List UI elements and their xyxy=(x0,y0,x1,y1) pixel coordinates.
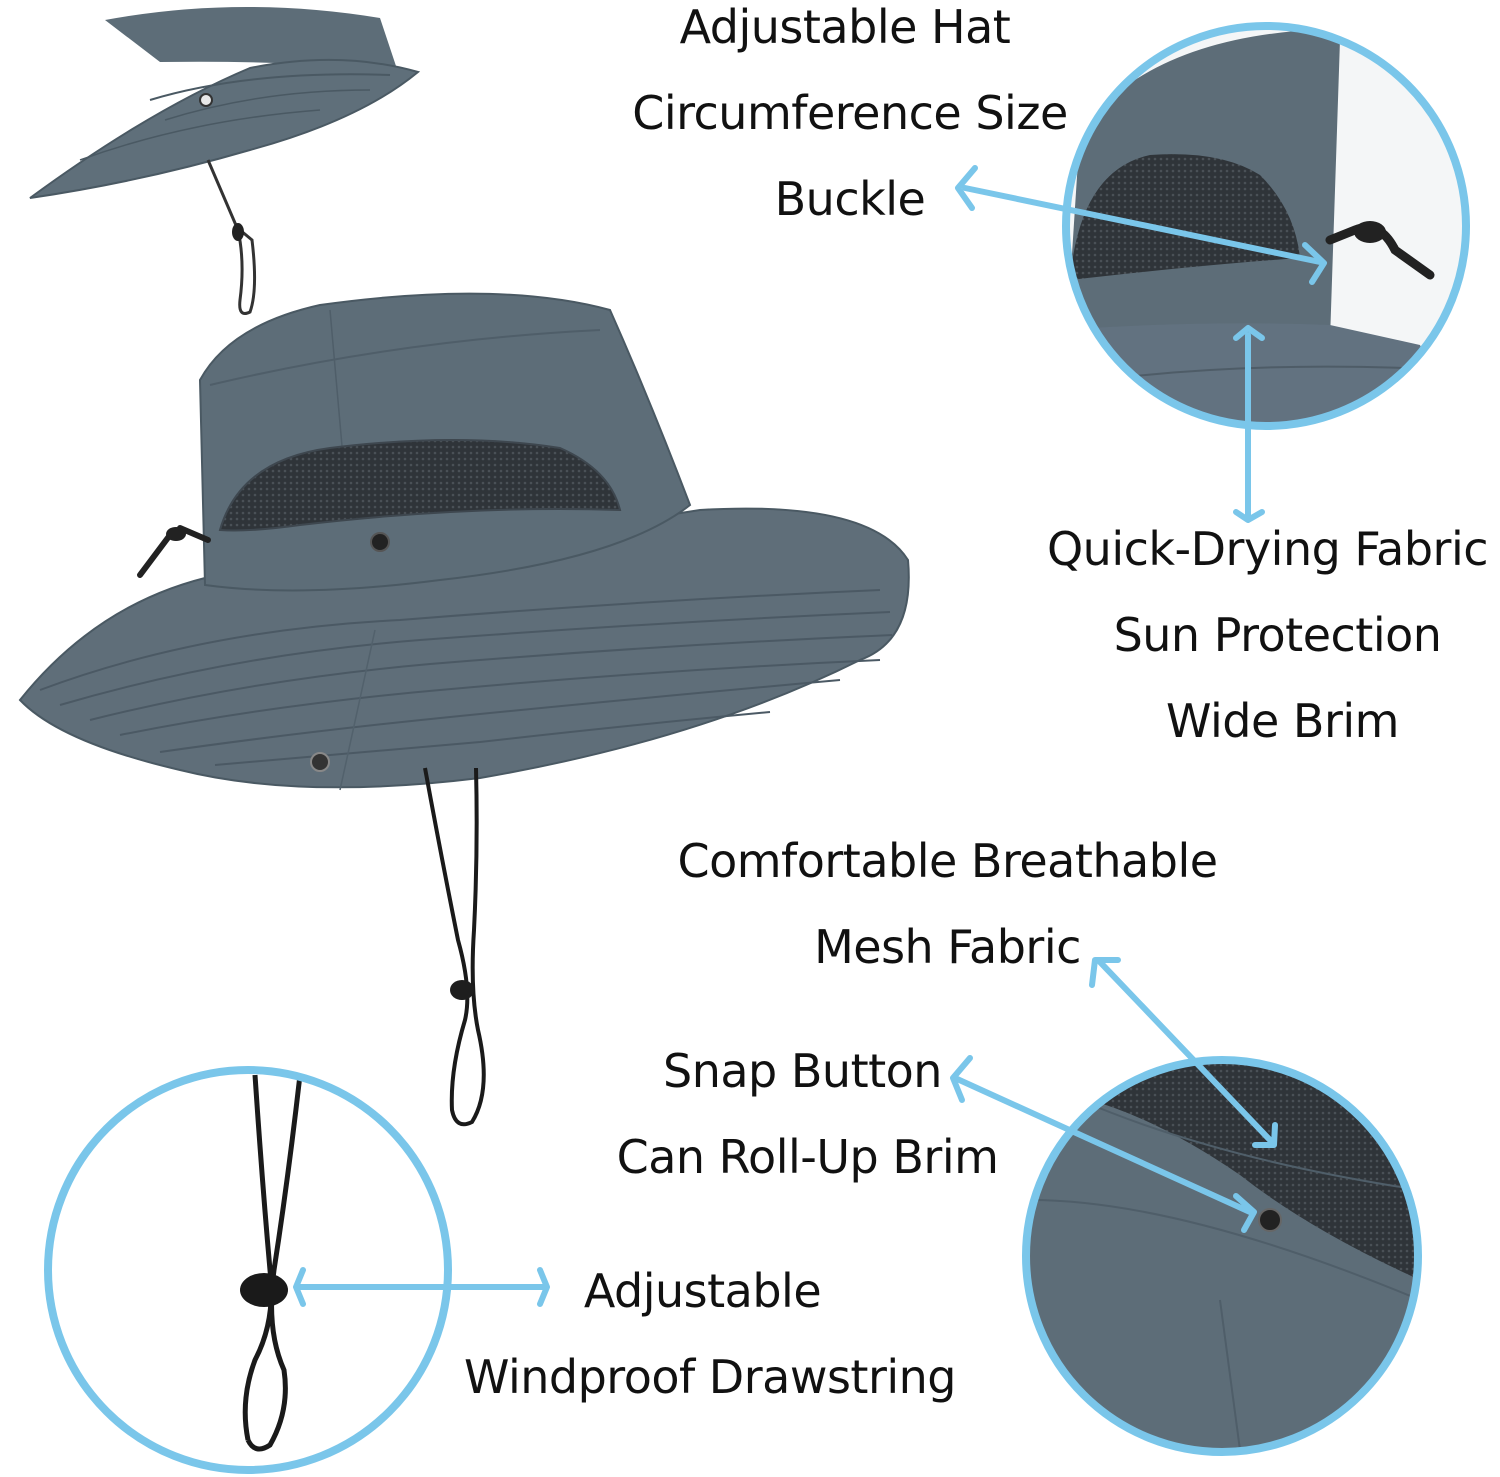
fabric-arrow xyxy=(1233,325,1265,523)
snap-arrow xyxy=(950,1055,1257,1233)
feature-fabric-line1: Quick-Drying Fabric xyxy=(1046,522,1489,576)
buckle-arrow xyxy=(955,165,1327,285)
mesh-arrow xyxy=(1089,957,1278,1148)
feature-fabric-line2: Sun Protection xyxy=(1113,608,1442,662)
drawstring-zoom-circle xyxy=(44,1066,452,1474)
feature-mesh-line2: Mesh Fabric xyxy=(814,920,1081,974)
snap-mesh-zoom-circle xyxy=(1022,1056,1422,1456)
feature-fabric-line3: Wide Brim xyxy=(1166,694,1399,748)
feature-drawstring-line2: Windproof Drawstring xyxy=(463,1350,957,1404)
feature-buckle-line2: Circumference Size xyxy=(632,86,1068,140)
feature-snap-line1: Snap Button xyxy=(663,1044,942,1098)
feature-buckle-line3: Buckle xyxy=(774,172,926,226)
small-hat-image xyxy=(29,6,421,315)
feature-mesh-line1: Comfortable Breathable xyxy=(677,834,1218,888)
main-hat-image xyxy=(18,292,910,1127)
drawstring-arrow xyxy=(293,1267,550,1307)
buckle-zoom-circle xyxy=(1062,22,1470,430)
feature-snap-line2: Can Roll-Up Brim xyxy=(616,1130,999,1184)
feature-buckle-line1: Adjustable Hat xyxy=(679,0,1011,54)
feature-drawstring-line1: Adjustable xyxy=(583,1264,822,1318)
